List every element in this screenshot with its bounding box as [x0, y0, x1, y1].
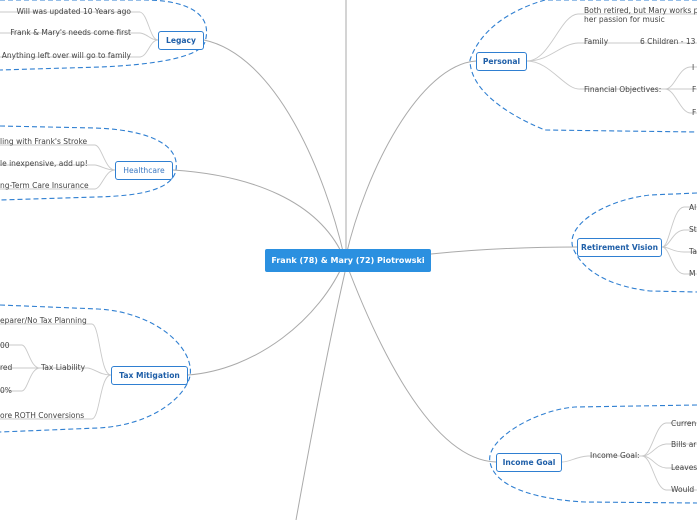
personal-item-1b: her passion for music: [584, 15, 665, 24]
income-goal-label: Income Goal:: [590, 451, 640, 460]
income-sub-3: Leaves: [671, 463, 697, 472]
tax-item-1: eparer/No Tax Planning: [0, 316, 87, 325]
connector-retirement: [430, 246, 578, 255]
connector-personal: [344, 60, 477, 261]
tax-sub-1: 00: [0, 341, 10, 350]
retirement-item-2: St: [689, 225, 697, 234]
retirement-boundary: [571, 192, 697, 293]
tax-item-3: ore ROTH Conversions: [0, 411, 85, 420]
connector-legacy: [203, 39, 346, 261]
legacy-node[interactable]: Legacy: [158, 31, 204, 50]
retirement-item-1: Al: [689, 203, 697, 212]
income-sub-2: Bills ar: [671, 440, 697, 449]
personal-item-1: Both retired, but Mary works p: [584, 6, 697, 15]
legacy-item-1: Will was updated 10 Years ago: [16, 7, 131, 16]
retirement-item-4: M: [689, 269, 696, 278]
personal-node[interactable]: Personal: [476, 52, 527, 71]
legacy-item-3: Anything left over will go to family: [1, 51, 131, 60]
income-sub-4: Would I: [671, 485, 697, 494]
legacy-item-2: Frank & Mary's needs come first: [10, 28, 131, 37]
retirement-vision-node[interactable]: Retirement Vision: [577, 238, 662, 257]
healthcare-item-2: le inexpensive, add up!: [0, 159, 88, 168]
personal-boundary: [469, 0, 697, 133]
personal-fin-sub-2: F: [692, 85, 697, 94]
healthcare-item-3: ng-Term Care Insurance: [0, 181, 89, 190]
legacy-boundary: [0, 0, 208, 71]
connector-tax: [187, 259, 346, 376]
personal-fin-sub-3: F: [692, 108, 697, 117]
connector-bottom: [295, 271, 346, 520]
tax-mitigation-node[interactable]: Tax Mitigation: [111, 366, 188, 385]
central-topic[interactable]: Frank (78) & Mary (72) Piotrowski: [265, 249, 431, 272]
personal-family-value: 6 Children - 13: [640, 37, 696, 46]
connector-healthcare: [172, 169, 346, 261]
healthcare-item-1: ling with Frank's Stroke: [0, 137, 88, 146]
income-sub-1: Curren: [671, 419, 697, 428]
connector-income: [344, 259, 497, 463]
retirement-item-3: Ta: [689, 247, 697, 256]
income-boundary: [489, 404, 697, 504]
tax-sub-2: red: [0, 363, 13, 372]
healthcare-node[interactable]: Healthcare: [115, 161, 173, 180]
income-goal-node[interactable]: Income Goal: [496, 453, 562, 472]
personal-financial-label: Financial Objectives:: [584, 85, 662, 94]
personal-family-label: Family: [584, 37, 609, 46]
personal-fin-sub-1: I: [692, 63, 695, 72]
tax-sub-3: 0%: [0, 386, 12, 395]
tax-liability-label: Tax Liability: [41, 363, 86, 372]
